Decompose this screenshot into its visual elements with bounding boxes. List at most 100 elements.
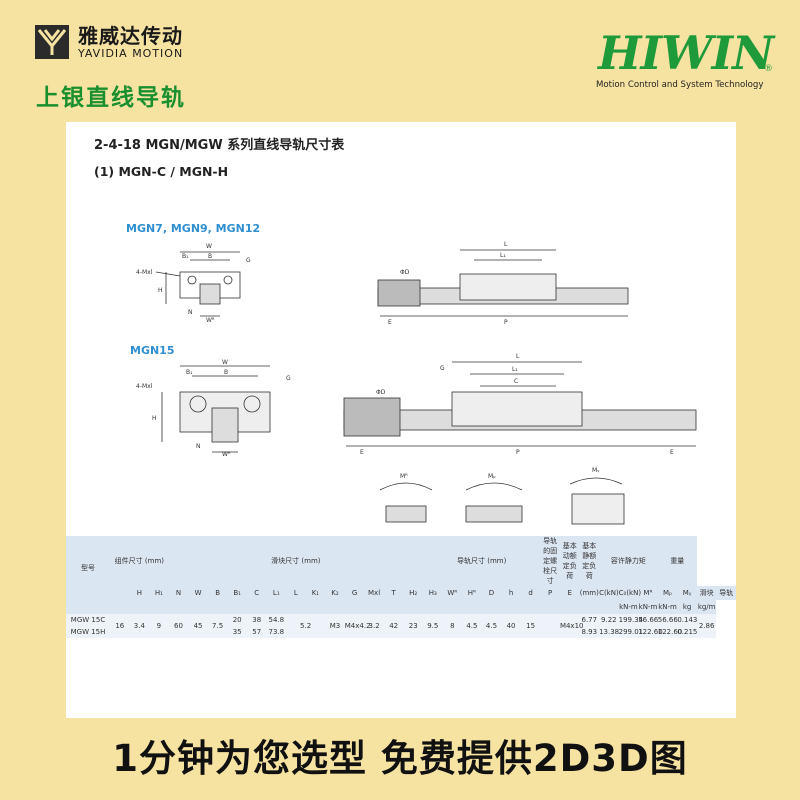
moment-my-label: Mᵧ bbox=[592, 467, 600, 474]
cell-rail-w: 2.86 bbox=[696, 614, 717, 638]
cell-B: 45 bbox=[188, 614, 208, 638]
th-sub: 导轨 bbox=[716, 586, 736, 600]
cell-W: 60 bbox=[168, 614, 189, 638]
cell-L: 54.8 bbox=[266, 614, 287, 626]
dim-wr-small: Wᴿ bbox=[206, 317, 215, 324]
th-sub: B bbox=[207, 586, 228, 600]
th-sub: C(kN) bbox=[599, 586, 619, 600]
th-rail: 导轨尺寸 (mm) bbox=[423, 536, 541, 586]
th-sub: N bbox=[168, 586, 189, 600]
hiwin-logo: HIWIN bbox=[598, 26, 774, 80]
th-sub: d bbox=[520, 586, 541, 600]
cell-H2: 42 bbox=[383, 614, 404, 638]
label-mgn-small: MGN7, MGN9, MGN12 bbox=[126, 222, 261, 235]
cell-model: MGW 15C bbox=[66, 614, 110, 626]
cell-WR: 9.5 bbox=[423, 614, 443, 638]
th-sub: B₁ bbox=[227, 586, 247, 600]
cell-H1: 3.4 bbox=[129, 614, 150, 638]
th-unit-rail-w: kg/m bbox=[696, 600, 717, 614]
dim-w-small: W bbox=[206, 243, 212, 250]
dim-w-15: W bbox=[222, 359, 228, 366]
th-sub: T bbox=[383, 586, 404, 600]
dim-p-15: P bbox=[516, 449, 520, 456]
cell-T: 3.2 bbox=[364, 614, 384, 638]
dim-g-side-15: G bbox=[440, 365, 445, 372]
th-sub: H bbox=[129, 586, 150, 600]
cell-MP: 56.66 bbox=[638, 614, 659, 626]
cell-model: MGW 15H bbox=[66, 626, 110, 638]
th-sub: G bbox=[344, 586, 365, 600]
hiwin-registered-mark: ® bbox=[764, 64, 773, 74]
cell-N: 9 bbox=[149, 614, 169, 638]
moment-diagrams: Mᴿ Mₚ Mᵧ bbox=[379, 467, 625, 525]
yavidia-logo: 雅威达传动 YAVIDIA MOTION bbox=[34, 24, 183, 60]
th-sub: H₂ bbox=[403, 586, 423, 600]
dim-b-15: B bbox=[224, 369, 228, 376]
th-moment: 容许静力矩 bbox=[599, 536, 658, 586]
cell-L: 73.8 bbox=[266, 626, 287, 638]
dim-p-small: P bbox=[504, 319, 508, 326]
cell-D: 4.5 bbox=[462, 614, 482, 638]
th-unit-my: kN-m bbox=[657, 600, 678, 614]
catalog-page: 2-4-18 MGN/MGW 系列直线导轨尺寸表 (1) MGN-C / MGN… bbox=[66, 122, 736, 718]
th-bolt: 导轨的固定螺栓尺寸 bbox=[540, 536, 560, 586]
th-sub: H₁ bbox=[149, 586, 169, 600]
footer-banner: 1分钟为您选型 免费提供2D3D图 bbox=[0, 718, 800, 800]
dim-b1-15: B₁ bbox=[186, 369, 193, 376]
label-mgn15: MGN15 bbox=[130, 344, 175, 357]
dim-d-small: ΦD bbox=[400, 269, 410, 276]
cell-H3: 23 bbox=[403, 614, 423, 638]
th-weight: 重量 bbox=[657, 536, 697, 586]
cell-h: 4.5 bbox=[481, 614, 502, 638]
dim-n-15: N bbox=[196, 443, 201, 450]
brand-name-cn: 雅威达传动 bbox=[78, 23, 183, 48]
dim-g-small: G bbox=[246, 257, 251, 264]
th-block: 滑块尺寸 (mm) bbox=[168, 536, 423, 586]
cell-B1: 7.5 bbox=[207, 614, 228, 638]
th-sub: W bbox=[188, 586, 208, 600]
brand-name-en: YAVIDIA MOTION bbox=[78, 46, 184, 60]
th-sub: L bbox=[286, 586, 306, 600]
th-static: 基本静额定负荷 bbox=[579, 536, 600, 586]
cell-C0: 13.38 bbox=[599, 626, 620, 638]
th-unit-block-w: kg bbox=[677, 600, 697, 614]
cell-MR: 199.34 bbox=[618, 614, 644, 626]
footer-promo-text: 1分钟为您选型 免费提供2D3D图 bbox=[112, 737, 688, 780]
cell-HR: 8 bbox=[442, 614, 463, 638]
dim-c-15: C bbox=[514, 378, 518, 385]
th-model: 型号 bbox=[66, 536, 110, 600]
th-unit-mp: kN-m bbox=[638, 600, 658, 614]
spec-table: 型号 组件尺寸 (mm) 滑块尺寸 (mm) 导轨尺寸 (mm) 导轨的固定螺栓… bbox=[66, 536, 736, 660]
small-cross-section-drawing: W B₁ B G 4-Mxl H N Wᴿ bbox=[136, 243, 251, 324]
tagline: 上银直线导轨 bbox=[36, 85, 186, 111]
dim-n-small: N bbox=[188, 309, 193, 316]
th-assembly: 组件尺寸 (mm) bbox=[110, 536, 169, 586]
th-sub: E bbox=[559, 586, 580, 600]
cell-block-w: 0.215 bbox=[677, 626, 698, 638]
cell-H: 16 bbox=[110, 614, 130, 638]
th-sub: K₂ bbox=[325, 586, 345, 600]
catalog-title: 2-4-18 MGN/MGW 系列直线导轨尺寸表 bbox=[94, 138, 345, 153]
th-sub: C₀(kN) bbox=[618, 586, 641, 600]
th-sub: (mm) bbox=[579, 586, 600, 600]
dim-mxl-15: 4-Mxl bbox=[136, 383, 153, 390]
dim-h-small: H bbox=[158, 287, 163, 294]
th-unit-mr: kN-m bbox=[618, 600, 639, 614]
th-sub: P bbox=[540, 586, 560, 600]
cell-E bbox=[540, 614, 560, 638]
small-side-view-drawing: L L₁ ΦD E P bbox=[377, 241, 629, 326]
dim-h-15: H bbox=[152, 415, 157, 422]
mgn15-cross-section-drawing: W B₁ B G 4-Mxl H N Wᴿ bbox=[136, 359, 291, 458]
cell-L1: 57 bbox=[246, 626, 267, 638]
th-sub: D bbox=[481, 586, 502, 600]
cell-Cdyn: 6.77 bbox=[579, 614, 600, 626]
cell-L1: 38 bbox=[246, 614, 267, 626]
cell-C: 20 bbox=[227, 614, 247, 626]
dim-d-15: ΦD bbox=[376, 389, 386, 396]
dim-wr-15: Wᴿ bbox=[222, 451, 231, 458]
cell-d: 40 bbox=[501, 614, 521, 638]
th-sub: Mᵧ bbox=[677, 586, 697, 600]
cell-P: 15 bbox=[520, 614, 541, 638]
dim-l1-15: L₁ bbox=[512, 366, 518, 373]
dim-l-15: L bbox=[516, 353, 520, 360]
